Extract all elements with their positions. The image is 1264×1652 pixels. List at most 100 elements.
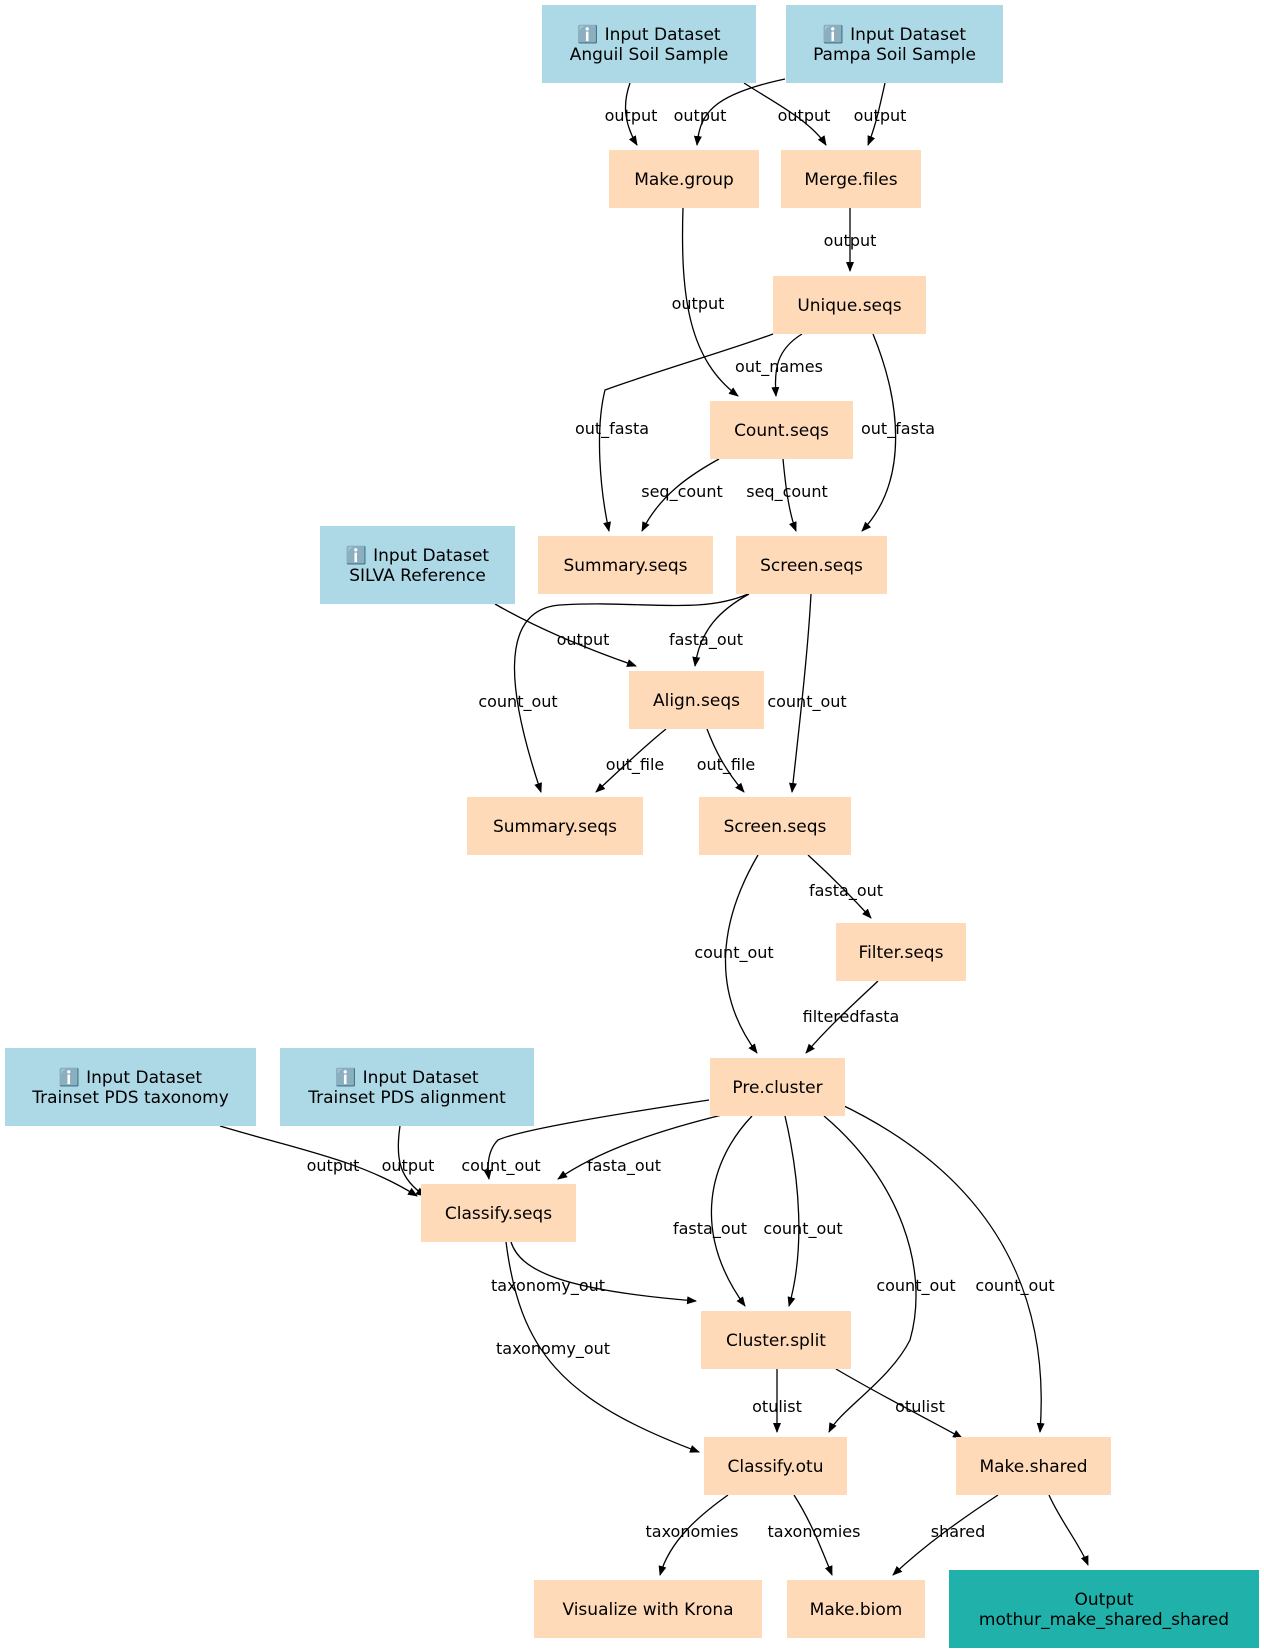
step-node[interactable]: Pre.cluster: [710, 1058, 845, 1116]
edge-label: output: [605, 106, 658, 125]
step-node[interactable]: Merge.files: [781, 150, 921, 208]
edge-n16-to-n17: [510, 1241, 697, 1305]
edge-label: taxonomy_out: [496, 1339, 610, 1359]
edge-label: count_out: [694, 943, 773, 963]
edge-label: taxonomy_out: [491, 1276, 605, 1296]
edge-label: taxonomies: [768, 1522, 861, 1541]
edge-n14-to-n16: [397, 1125, 426, 1197]
node-box: [5, 1048, 256, 1126]
edge-n18-to-n21: [793, 1494, 833, 1576]
edge-label: shared: [931, 1522, 986, 1541]
node-box: [542, 5, 756, 83]
edge-label: fasta_out: [587, 1156, 661, 1176]
edge-n15-to-n17: [710, 1115, 753, 1307]
step-node[interactable]: Summary.seqs: [538, 536, 713, 594]
edge-label: count_out: [876, 1276, 955, 1296]
svg-text:ℹ️Input Dataset: ℹ️Input Dataset: [577, 24, 721, 45]
step-node[interactable]: Align.seqs: [629, 671, 764, 729]
node-label: Input Dataset: [605, 25, 721, 45]
edge-label: output: [854, 106, 907, 125]
edge-n18-to-n20: [658, 1494, 729, 1576]
node-box: [836, 923, 966, 981]
node-label: Make.shared: [979, 1457, 1087, 1477]
step-node[interactable]: Count.seqs: [710, 401, 853, 459]
step-node[interactable]: Screen.seqs: [699, 797, 851, 855]
node-box: [704, 1437, 847, 1495]
edge-label: otulist: [895, 1397, 945, 1416]
information-source-icon: ℹ️: [823, 24, 844, 45]
node-box: [710, 401, 853, 459]
step-node[interactable]: Make.biom: [787, 1580, 925, 1638]
edge-n11-to-n15: [724, 854, 759, 1054]
svg-text:ℹ️Input Dataset: ℹ️Input Dataset: [59, 1067, 203, 1088]
node-label: Cluster.split: [726, 1331, 826, 1351]
step-node[interactable]: Make.shared: [956, 1437, 1111, 1495]
node-label: Count.seqs: [734, 421, 829, 441]
edge-label: seq_count: [746, 482, 827, 502]
edge-label: count_out: [763, 1219, 842, 1239]
edge-n13-to-n16: [219, 1125, 418, 1197]
edge-label: fasta_out: [809, 881, 883, 901]
step-node[interactable]: Screen.seqs: [736, 536, 887, 594]
node-box: [467, 797, 643, 855]
node-label: Input Dataset: [86, 1068, 202, 1088]
edge-n4-to-n7: [598, 333, 774, 532]
node-label: mothur_make_shared_shared: [979, 1610, 1229, 1630]
node-label: Unique.seqs: [797, 296, 901, 316]
node-label: Summary.seqs: [493, 817, 617, 837]
node-label: Anguil Soil Sample: [570, 45, 729, 65]
edge-label: out_file: [606, 755, 665, 775]
edge-n8-to-n11: [789, 593, 812, 793]
edge-n19-to-n21: [892, 1494, 999, 1576]
edge-n1-to-n2: [693, 78, 786, 146]
edge-n17-to-n19: [835, 1368, 963, 1439]
step-node[interactable]: Classify.otu: [704, 1437, 847, 1495]
edge-label: out_fasta: [861, 419, 935, 439]
node-box: [773, 276, 926, 334]
node-label: Visualize with Krona: [562, 1600, 733, 1620]
node-box: [949, 1570, 1259, 1648]
node-label: Filter.seqs: [859, 943, 944, 963]
information-source-icon: ℹ️: [335, 1067, 356, 1088]
edge-label: count_out: [975, 1276, 1054, 1296]
node-label: Trainset PDS alignment: [307, 1088, 506, 1108]
edge-label: output: [382, 1156, 435, 1175]
node-box: [280, 1048, 534, 1126]
node-box: [320, 526, 515, 604]
edge-n15-to-n16: [557, 1113, 727, 1180]
edge-n15-to-n19: [837, 1102, 1045, 1433]
step-node[interactable]: Filter.seqs: [836, 923, 966, 981]
edge-n11-to-n12: [807, 854, 872, 919]
edge-label: output: [778, 106, 831, 125]
step-node[interactable]: Summary.seqs: [467, 797, 643, 855]
edge-n0-to-n3: [743, 82, 827, 146]
node-label: Make.biom: [810, 1600, 903, 1620]
step-node[interactable]: Cluster.split: [701, 1311, 851, 1369]
step-node[interactable]: Unique.seqs: [773, 276, 926, 334]
edge-n12-to-n15: [805, 980, 879, 1054]
edge-label: out_fasta: [575, 419, 649, 439]
node-box: [701, 1311, 851, 1369]
node-label: Screen.seqs: [724, 817, 827, 837]
edge-label: count_out: [478, 692, 557, 712]
edge-label: seq_count: [641, 482, 722, 502]
node-box: [421, 1184, 576, 1242]
edge-n8-to-n9: [692, 593, 750, 667]
edge-n15-to-n18: [823, 1115, 917, 1433]
svg-text:ℹ️Input Dataset: ℹ️Input Dataset: [335, 1067, 479, 1088]
node-label: Summary.seqs: [563, 556, 687, 576]
step-node[interactable]: Make.group: [609, 150, 759, 208]
step-node[interactable]: Visualize with Krona: [534, 1580, 762, 1638]
edge-label: taxonomies: [646, 1522, 739, 1541]
step-node[interactable]: Classify.seqs: [421, 1184, 576, 1242]
node-label: Input Dataset: [850, 25, 966, 45]
node-box: [736, 536, 887, 594]
